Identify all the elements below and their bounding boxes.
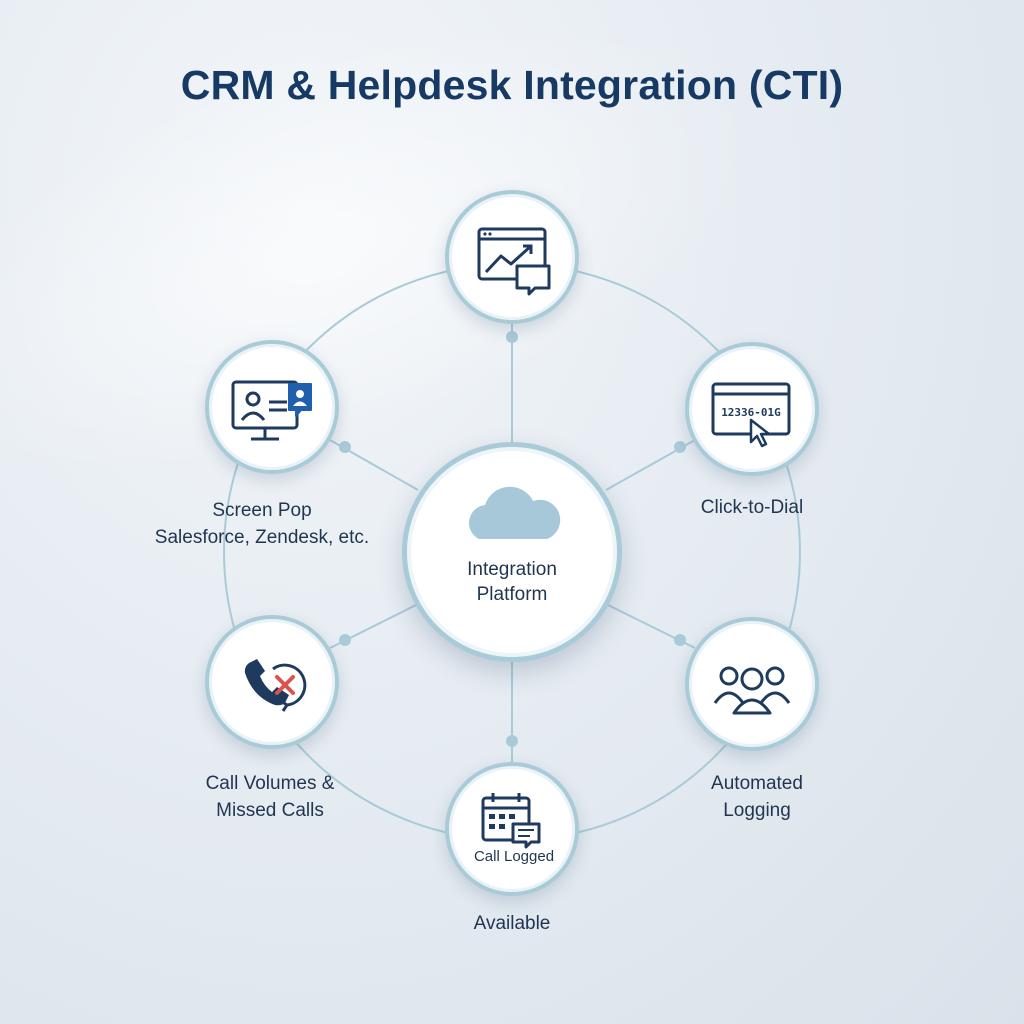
connector-dot-lower-right xyxy=(674,634,686,646)
label-screen-pop-subtitle: Salesforce, Zendesk, etc. xyxy=(154,527,370,548)
dial-screen-number: 12336-01G xyxy=(721,406,781,419)
connector-dot-upper-right xyxy=(674,441,686,453)
label-screen-pop: Screen Pop Salesforce, Zendesk, etc. xyxy=(152,497,372,551)
page-title: CRM & Helpdesk Integration (CTI) xyxy=(180,62,844,108)
node-automated-logging[interactable] xyxy=(685,617,819,751)
center-label: Integration Platform xyxy=(407,557,617,607)
node-analytics[interactable] xyxy=(445,190,579,324)
label-automated-logging: Automated Logging xyxy=(672,770,842,824)
dial-cursor-icon: 12336-01G xyxy=(711,382,791,448)
connector-dot-upper-left xyxy=(339,441,351,453)
call-logged-label: Call Logged xyxy=(473,848,555,865)
team-icon xyxy=(713,666,791,715)
node-screen-pop[interactable] xyxy=(205,340,339,474)
node-integration-platform[interactable]: Integration Platform xyxy=(402,442,622,662)
connector-dot-bottom xyxy=(506,735,518,747)
missed-call-icon xyxy=(244,659,307,712)
label-automated-logging-line2: Logging xyxy=(723,800,791,821)
label-screen-pop-title: Screen Pop xyxy=(212,500,312,521)
connector-dot-top xyxy=(506,331,518,343)
analytics-chat-icon xyxy=(477,227,551,296)
label-automated-logging-line1: Automated xyxy=(711,773,803,794)
node-click-to-dial[interactable]: 12336-01G xyxy=(685,342,819,476)
label-missed-calls-line2: Missed Calls xyxy=(216,800,324,821)
node-call-logged[interactable]: Call Logged xyxy=(445,762,579,896)
label-available: Available xyxy=(473,913,551,934)
calendar-chat-icon xyxy=(481,793,541,849)
monitor-contact-icon xyxy=(231,380,312,441)
label-click-to-dial: Click-to-Dial xyxy=(700,497,804,518)
center-label-line1: Integration xyxy=(467,559,557,580)
cloud-icon xyxy=(469,486,561,539)
center-label-line2: Platform xyxy=(476,584,548,605)
label-missed-calls-line1: Call Volumes & xyxy=(205,773,335,794)
label-missed-calls: Call Volumes & Missed Calls xyxy=(170,770,370,824)
node-missed-calls[interactable] xyxy=(205,615,339,749)
connector-dot-lower-left xyxy=(339,634,351,646)
